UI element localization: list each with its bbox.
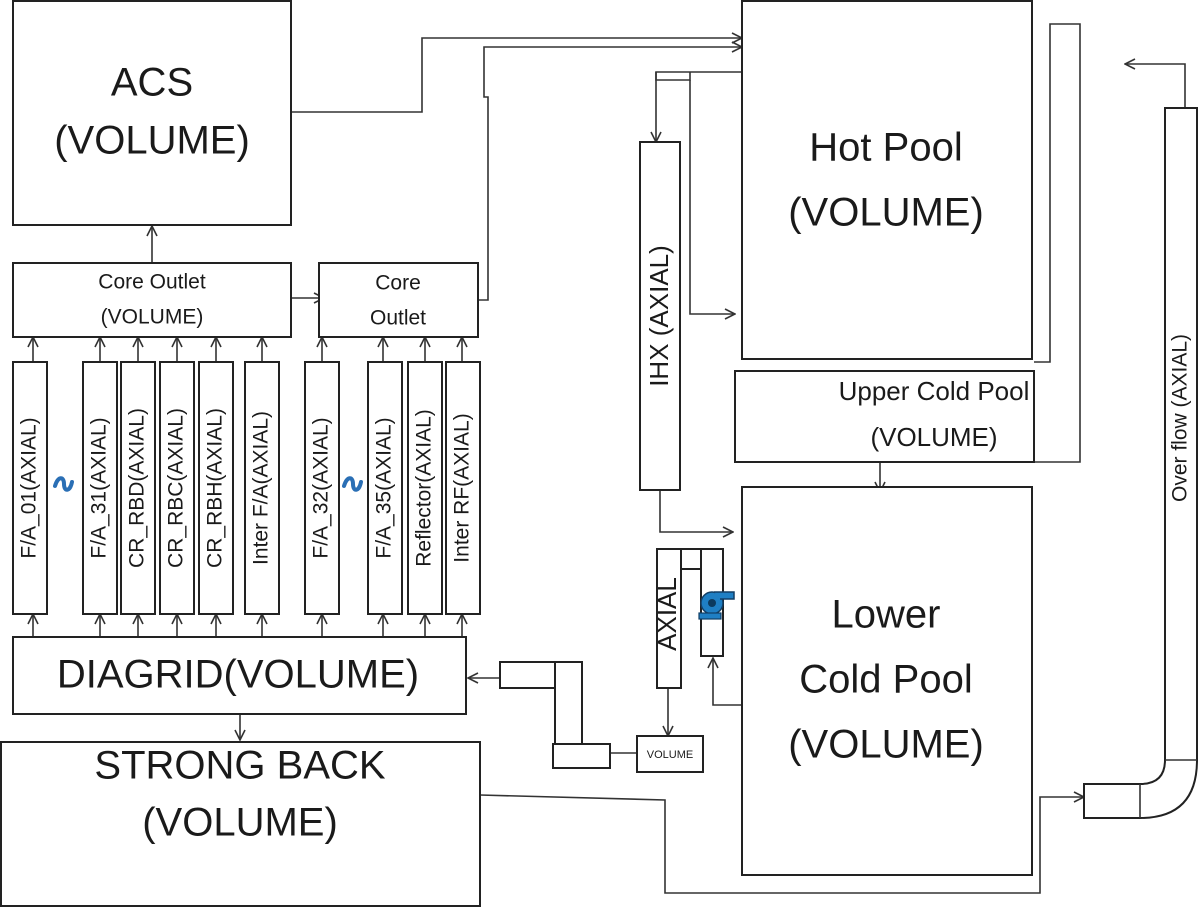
- diagrid-volume: DIAGRID(VOLUME): [12, 636, 467, 715]
- channel-arrows: [33, 337, 462, 637]
- core-outlet-label-1: Core: [375, 272, 421, 295]
- svg-text:CR_RBD(AXIAL): CR_RBD(AXIAL): [126, 408, 149, 568]
- strong-back-label-1: STRONG BACK: [94, 744, 385, 788]
- small-volume-label: VOLUME: [647, 749, 693, 761]
- channel-inter-rf: Inter RF(AXIAL): [445, 361, 481, 615]
- acs-label-1: ACS: [111, 61, 193, 105]
- arrow-ihx-to-lower-cold-pool: [659, 490, 733, 532]
- svg-text:Inter F/A(AXIAL): Inter F/A(AXIAL): [250, 411, 273, 565]
- ihx-label: IHX (AXIAL): [644, 245, 674, 387]
- channel-inter-fa: Inter F/A(AXIAL): [244, 361, 280, 615]
- channel-cr-rbd: CR_RBD(AXIAL): [120, 361, 156, 615]
- arrow-lower-cold-pool-to-pump: [713, 658, 742, 706]
- arrow-strong-back-to-overflow: [479, 795, 1084, 894]
- arrow-acs-to-hot-pool: [291, 38, 742, 113]
- channel-cr-rbh: CR_RBH(AXIAL): [198, 361, 234, 615]
- svg-text:F/A_32(AXIAL): F/A_32(AXIAL): [310, 417, 333, 558]
- arrow-into-hot-pool: [689, 80, 735, 314]
- arrow-overflow-to-hot-pool: [1125, 64, 1186, 108]
- small-volume: VOLUME: [636, 735, 704, 773]
- channel-cr-rbc: CR_RBC(AXIAL): [159, 361, 195, 615]
- lower-cold-pool-volume: Lower Cold Pool (VOLUME): [741, 486, 1033, 876]
- strong-back-label-2: (VOLUME): [142, 801, 338, 845]
- channel-fa-01: F/A_01(AXIAL): [12, 361, 48, 615]
- core-outlet-volume: Core Outlet (VOLUME): [12, 262, 292, 338]
- acs-volume: ACS (VOLUME): [12, 0, 292, 226]
- tilde-icon: [342, 476, 363, 492]
- core-outlet-volume-label-2: (VOLUME): [101, 306, 204, 329]
- lower-cold-pool-label-3: (VOLUME): [788, 723, 984, 767]
- connections: [152, 23, 1186, 894]
- hot-pool-label-1: Hot Pool: [809, 126, 962, 170]
- lower-cold-pool-label-1: Lower: [832, 593, 941, 637]
- lower-cold-pool-label-2: Cold Pool: [799, 658, 972, 702]
- core-outlet-label-2: Outlet: [370, 307, 426, 330]
- hot-pool-label-2: (VOLUME): [788, 191, 984, 235]
- svg-text:CR_RBC(AXIAL): CR_RBC(AXIAL): [165, 408, 188, 568]
- pump-icon: [698, 591, 735, 620]
- pump-axial-label: AXIAL: [652, 577, 682, 651]
- svg-text:F/A_01(AXIAL): F/A_01(AXIAL): [18, 417, 41, 558]
- channel-fa-31: F/A_31(AXIAL): [82, 361, 118, 615]
- core-outlet-volume-label-1: Core Outlet: [98, 271, 206, 294]
- svg-text:F/A_31(AXIAL): F/A_31(AXIAL): [88, 417, 111, 558]
- overflow-label: Over flow (AXIAL): [1169, 334, 1192, 502]
- line-hot-pool-branch: [655, 72, 691, 81]
- channel-fa-35: F/A_35(AXIAL): [367, 361, 403, 615]
- upper-cold-pool-label-1: Upper Cold Pool: [839, 376, 1030, 406]
- overflow-axial: Over flow (AXIAL): [1083, 107, 1198, 819]
- diagrid-label: DIAGRID(VOLUME): [57, 653, 419, 697]
- core-outlet: Core Outlet: [318, 262, 479, 338]
- svg-text:F/A_35(AXIAL): F/A_35(AXIAL): [373, 417, 396, 558]
- tilde-icon: [53, 476, 74, 492]
- strong-back-volume: STRONG BACK (VOLUME): [0, 741, 481, 907]
- upper-cold-pool-label-2: (VOLUME): [870, 422, 997, 452]
- ihx-axial: IHX (AXIAL): [639, 141, 681, 491]
- acs-label-2: (VOLUME): [54, 119, 250, 163]
- arrow-core-outlet-to-hot-pool: [478, 47, 742, 301]
- arrow-hot-pool-to-ihx: [656, 71, 742, 142]
- inlet-pipe: [499, 661, 611, 769]
- channel-fa-32: F/A_32(AXIAL): [304, 361, 340, 615]
- svg-text:Reflector(AXIAL): Reflector(AXIAL): [413, 409, 436, 567]
- upper-cold-pool-volume: Upper Cold Pool (VOLUME): [734, 370, 1035, 463]
- hot-pool-volume: Hot Pool (VOLUME): [741, 0, 1033, 360]
- svg-text:CR_RBH(AXIAL): CR_RBH(AXIAL): [204, 408, 227, 568]
- svg-text:Inter RF(AXIAL): Inter RF(AXIAL): [451, 413, 474, 562]
- line-upper-cold-pool-top: [1034, 23, 1081, 463]
- channel-reflector: Reflector(AXIAL): [407, 361, 443, 615]
